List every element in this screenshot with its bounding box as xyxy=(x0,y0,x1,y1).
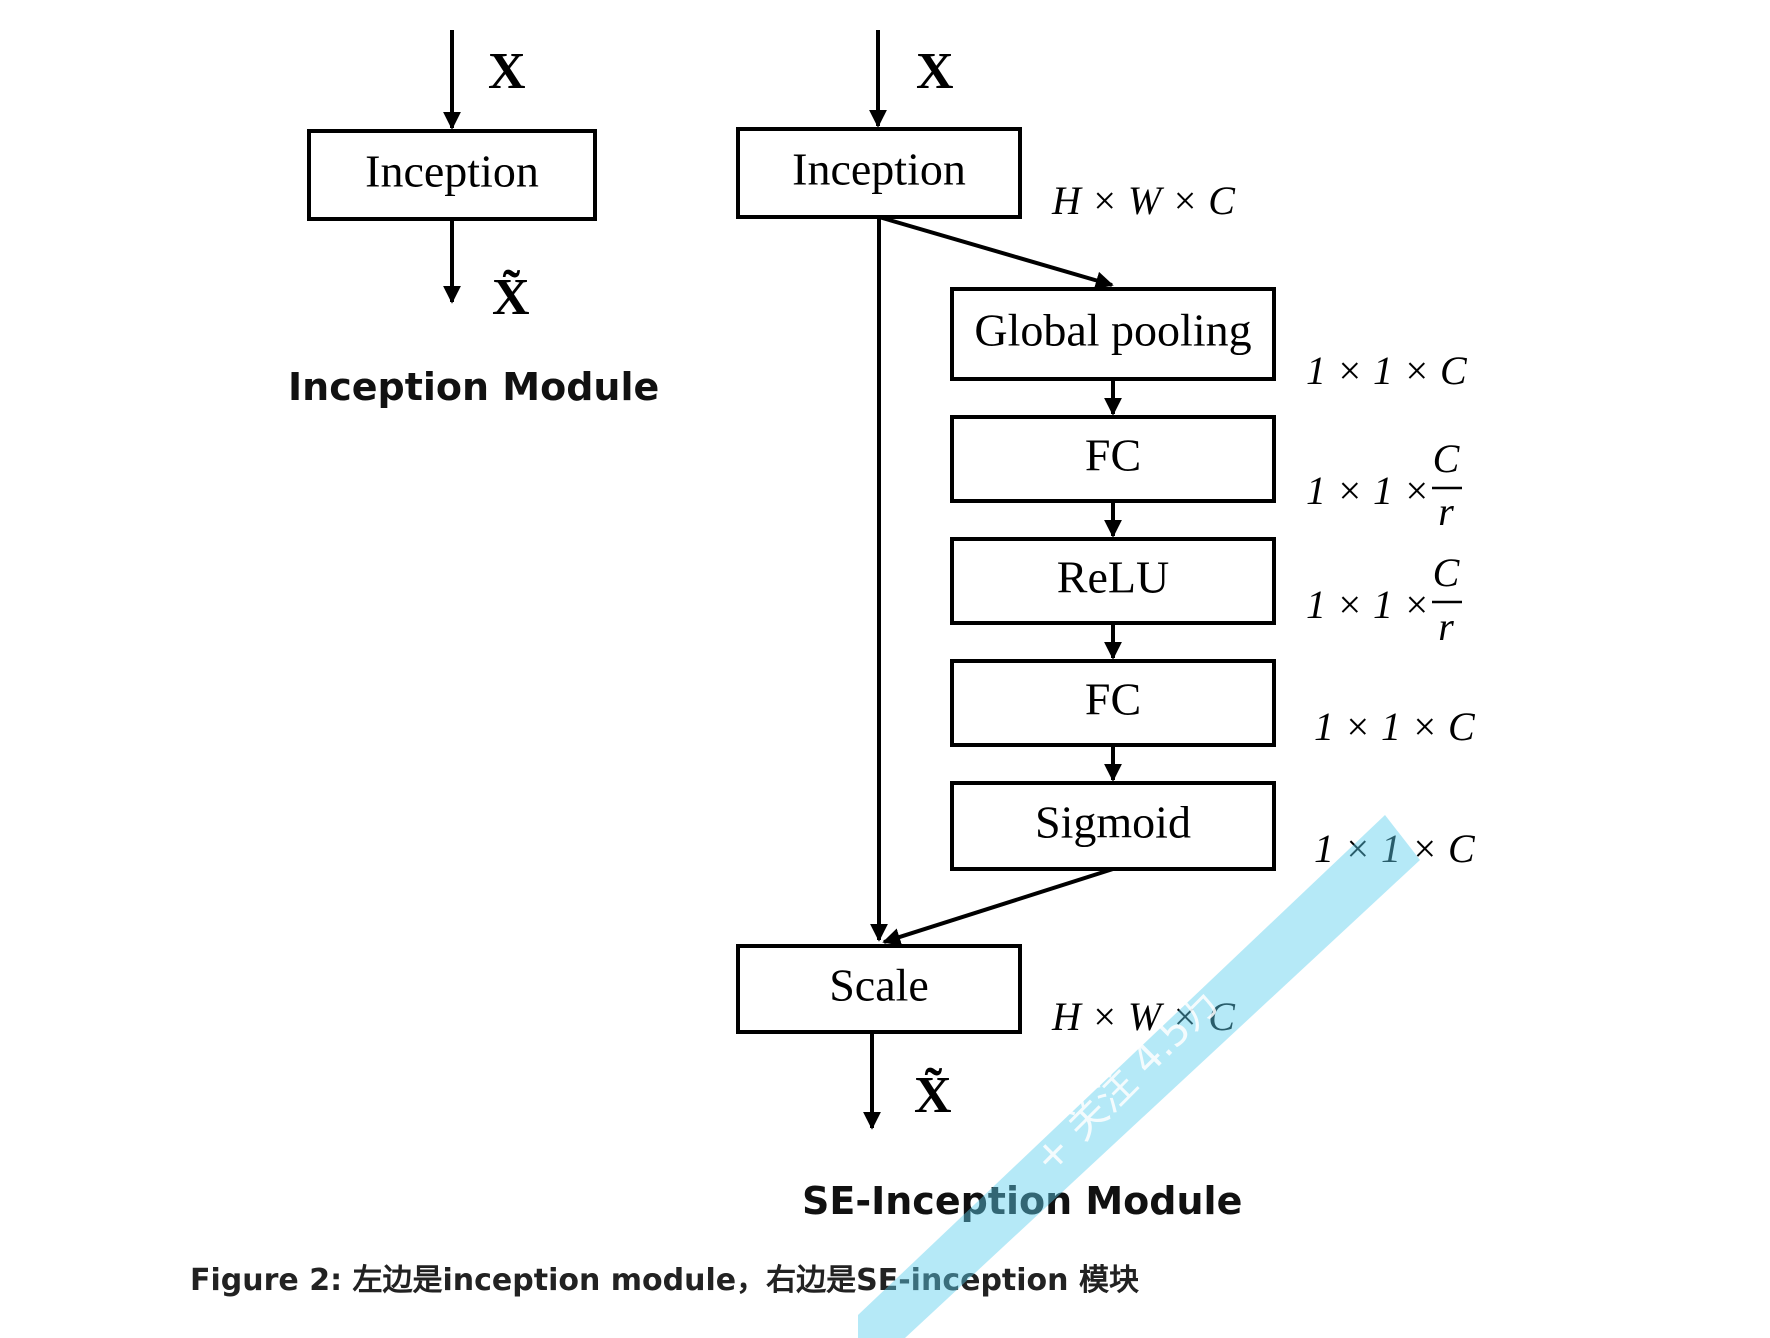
scale-box xyxy=(736,944,1022,1034)
sigmoid-dim: 1 × 1 × C xyxy=(1314,826,1476,871)
sigmoid-box xyxy=(950,781,1276,871)
right-output-label: X̃ xyxy=(914,1067,952,1124)
global-pooling-dim: 1 × 1 × C xyxy=(1306,348,1468,393)
se-inception-label: Inception xyxy=(792,144,966,195)
sigmoid-label: Sigmoid xyxy=(1035,797,1191,848)
scale-dim: H × W × C xyxy=(1051,994,1236,1039)
left-inception-label: Inception xyxy=(365,146,539,197)
left-input-label: X xyxy=(488,43,526,100)
se-inception-box xyxy=(736,127,1022,219)
left-output-label: X̃ xyxy=(492,269,530,326)
to-global-pooling-arrow xyxy=(878,215,1114,290)
fc1-box xyxy=(950,415,1276,503)
global-pooling-box xyxy=(950,287,1276,381)
relu-dim-denominator: r xyxy=(1438,604,1454,649)
figure-caption: Figure 2: 左边是inception module，右边是SE-ince… xyxy=(190,1263,1139,1298)
global-pooling-label: Global pooling xyxy=(974,305,1251,356)
left-inception-module: X Inception X̃ Inception Module xyxy=(288,30,659,409)
watermark-follow-banner xyxy=(858,815,1420,1338)
fc1-dim: 1 × 1 × C r xyxy=(1306,436,1462,534)
relu-label: ReLU xyxy=(1057,552,1169,603)
fc1-dim-numerator: C xyxy=(1433,436,1461,481)
fc1-dim-denominator: r xyxy=(1438,489,1454,534)
left-module-title: Inception Module xyxy=(288,365,659,409)
fc1-label: FC xyxy=(1085,430,1141,481)
fc2-dim: 1 × 1 × C xyxy=(1314,704,1476,749)
right-input-label: X xyxy=(916,43,954,100)
se-inception-module: X Inception H × W × C Global pooling 1 ×… xyxy=(736,30,1476,1223)
inception-dim: H × W × C xyxy=(1051,178,1236,223)
relu-dim-numerator: C xyxy=(1433,550,1461,595)
right-module-title: SE-Inception Module xyxy=(802,1179,1242,1223)
fc2-label: FC xyxy=(1085,674,1141,725)
sigmoid-to-scale-arrow xyxy=(882,867,1114,946)
fc1-dim-prefix: 1 × 1 × xyxy=(1306,468,1430,513)
relu-dim: 1 × 1 × C r xyxy=(1306,550,1462,649)
relu-dim-prefix: 1 × 1 × xyxy=(1306,582,1430,627)
relu-box xyxy=(950,537,1276,625)
scale-label: Scale xyxy=(829,960,929,1011)
